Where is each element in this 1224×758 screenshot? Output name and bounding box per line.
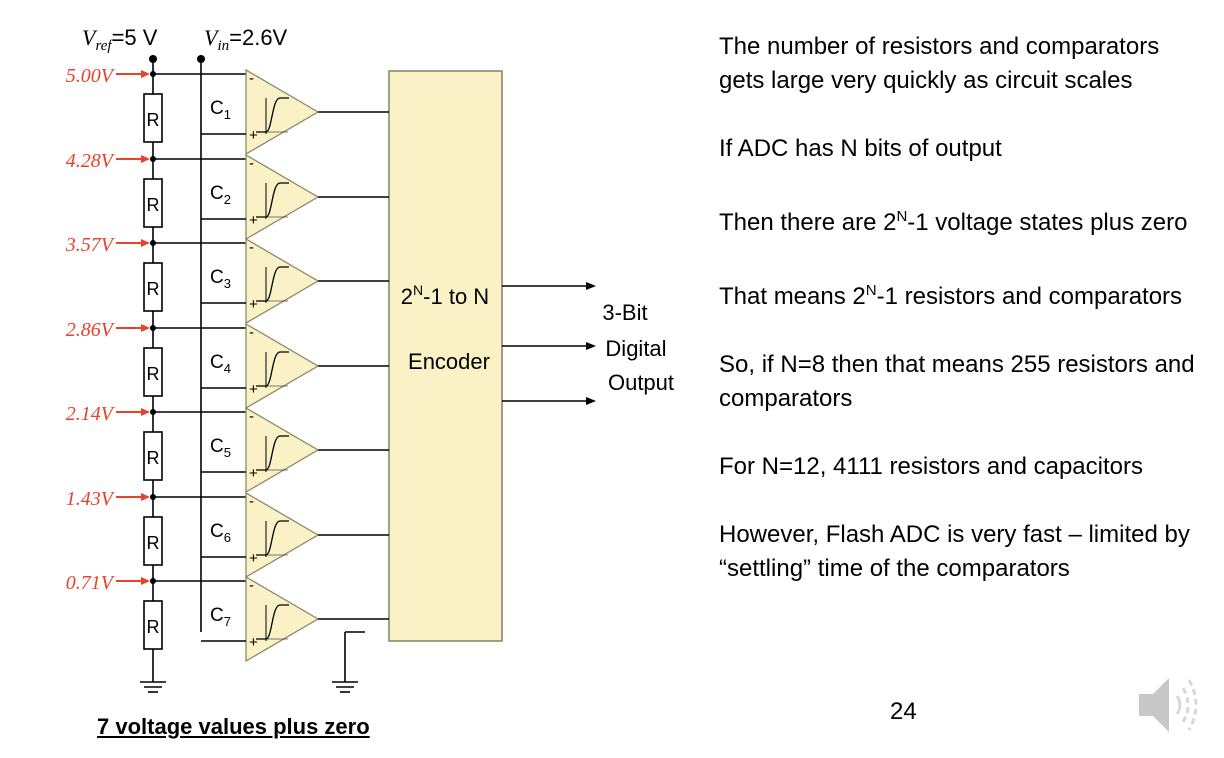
minus-input-sign: - [249,70,254,87]
comparator [245,322,320,410]
tap-arrow-head [141,70,150,78]
comparator-label: C4 [210,352,231,376]
tap-arrow-head [141,577,150,585]
tap-voltage-label: 0.71V [66,572,116,594]
comparator-label: C2 [210,183,231,207]
comparator [245,406,320,494]
comparator [245,153,320,241]
minus-input-sign: - [249,324,254,341]
plus-input-sign: + [249,381,258,398]
output-arrows [502,282,596,405]
plus-input-sign: + [249,550,258,567]
comparator [245,491,320,579]
minus-input-sign: - [249,155,254,172]
comparator [245,237,320,325]
tap-voltage-label: 2.14V [66,403,116,425]
resistor [143,600,163,650]
resistor-label: R [147,448,160,468]
minus-input-sign: - [249,239,254,256]
comparator [245,575,320,663]
tap-voltage-label: 2.86V [66,319,116,341]
resistor [143,93,163,143]
encoder-block [388,70,503,642]
bullet-n12: For N=12, 4111 resistors and capacitors [719,453,1143,480]
tap-arrow-head [141,324,150,332]
comparator-label: C6 [210,521,231,545]
plus-input-sign: + [249,212,258,229]
plus-input-sign: + [249,296,258,313]
bullet-n-bits: If ADC has N bits of output [719,135,1002,162]
resistor [143,262,163,312]
tap-voltage-label: 5.00V [66,65,116,87]
output-label-line3: Output [608,370,674,395]
resistor [143,347,163,397]
minus-input-sign: - [249,493,254,510]
comparator-label: C5 [210,436,231,460]
tap-arrow-head [141,408,150,416]
bullet-voltage-states: Then there are 2N-1 voltage states plus … [719,208,1188,236]
encoder-subtitle: Encoder [408,349,490,374]
bullet-n8: So, if N=8 then that means 255 resistors… [719,351,1195,412]
comparator [245,68,320,156]
output-label-line1: 3-Bit [602,300,647,325]
resistor-label: R [147,110,160,130]
minus-input-sign: - [249,408,254,425]
plus-input-sign: + [249,634,258,651]
resistor-label: R [147,533,160,553]
resistor [143,516,163,566]
plus-input-sign: + [249,465,258,482]
comparator-label: C7 [210,605,231,629]
comparator-label: C3 [210,267,231,291]
ground-icon [140,681,166,693]
tap-arrow-head [141,493,150,501]
page-number: 24 [890,698,917,725]
bullet-scaling: The number of resistors and comparators … [719,33,1160,94]
comparator-label: C1 [210,98,231,122]
resistor-label: R [147,364,160,384]
output-label-line2: Digital [605,336,666,361]
tap-arrow-head [141,155,150,163]
resistor [143,178,163,228]
vin-label: Vin=2.6V [204,25,288,54]
speaker-icon[interactable] [1135,668,1205,743]
encoder-title: 2N-1 to N [401,282,489,309]
tap-arrow-head [141,239,150,247]
ground-icon [332,631,365,693]
minus-input-sign: - [249,577,254,594]
resistor-label: R [147,617,160,637]
plus-input-sign: + [249,127,258,144]
bullet-resistor-count: That means 2N-1 resistors and comparator… [719,282,1183,310]
bullet-text: The number of resistors and comparators … [719,30,1199,620]
tap-voltage-label: 4.28V [66,150,116,172]
resistor-label: R [147,279,160,299]
resistor-label: R [147,195,160,215]
resistor [143,431,163,481]
diagram-caption: 7 voltage values plus zero [97,714,370,739]
bullet-speed: However, Flash ADC is very fast – limite… [719,521,1190,582]
vref-label: Vref=5 V [82,25,158,54]
tap-voltage-label: 1.43V [66,488,116,510]
tap-voltage-label: 3.57V [65,234,116,256]
